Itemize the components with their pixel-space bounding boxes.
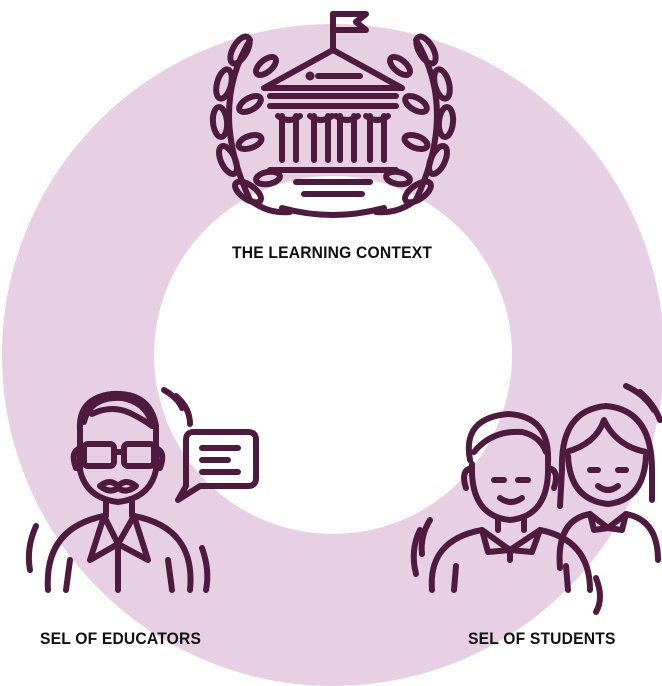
node-label-sel-of-students: SEL OF STUDENTS (468, 629, 616, 648)
two-students-icon (410, 383, 662, 615)
cycle-ring (2, 24, 662, 686)
node-label-sel-of-educators: SEL OF EDUCATORS (40, 629, 202, 648)
institution-with-laurel-icon (209, 11, 457, 218)
node-label-learning-context: THE LEARNING CONTEXT (232, 243, 433, 262)
teacher-with-speech-bubble-icon (25, 387, 259, 593)
